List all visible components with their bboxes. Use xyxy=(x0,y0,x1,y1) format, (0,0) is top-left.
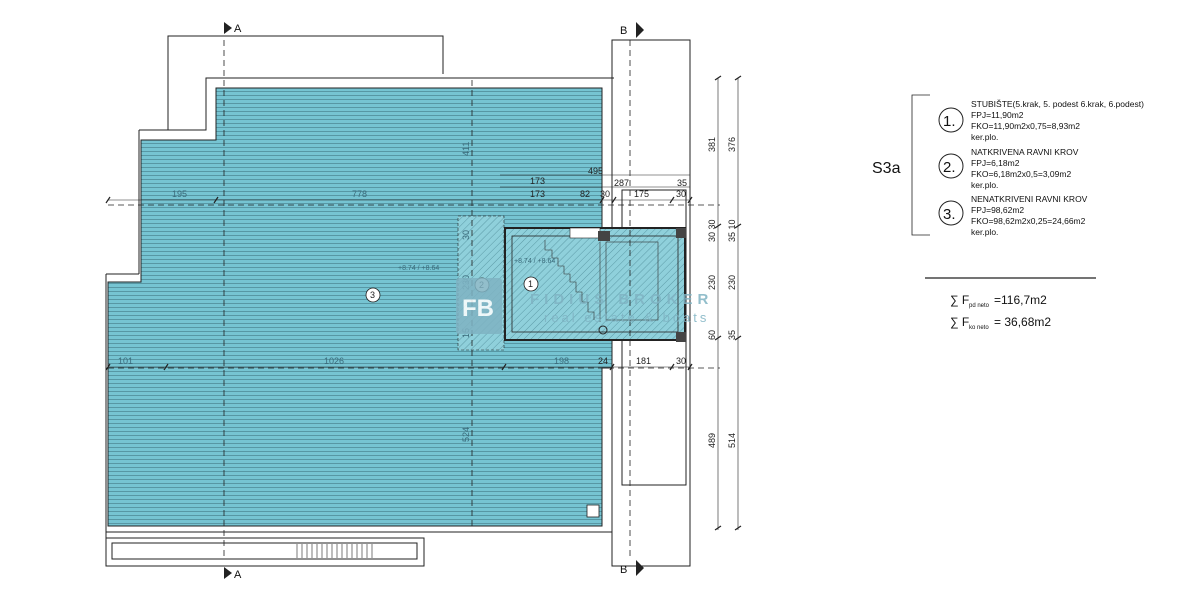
dim-381: 381 xyxy=(707,137,717,152)
legend-title: S3a xyxy=(872,160,901,177)
roof-hatch-symbol xyxy=(586,504,600,518)
svg-text:∑ F: ∑ F xyxy=(950,315,969,329)
watermark: FB FIDIUS BROKER real estate & boats xyxy=(456,278,713,334)
section-markers xyxy=(224,22,644,579)
dim-514: 514 xyxy=(727,433,737,448)
svg-text:NENATKRIVENI RAVNI KROV: NENATKRIVENI RAVNI KROV xyxy=(971,194,1088,204)
watermark-tagline: real estate & boats xyxy=(544,310,709,325)
svg-text:3.: 3. xyxy=(943,206,956,223)
svg-text:FPJ=11,90m2: FPJ=11,90m2 xyxy=(971,110,1024,120)
dim-175: 175 xyxy=(634,189,649,199)
svg-text:STUBIŠTE(5.krak, 5. podest 6.k: STUBIŠTE(5.krak, 5. podest 6.krak, 6.pod… xyxy=(971,99,1144,109)
svg-text:1: 1 xyxy=(528,279,533,289)
dim-489: 489 xyxy=(707,433,717,448)
building-outline xyxy=(105,35,614,567)
zone-marker-3: 3 xyxy=(365,287,381,303)
section-b-bottom-label: B xyxy=(620,564,627,576)
dim-376: 376 xyxy=(727,137,737,152)
dimension-lines xyxy=(108,78,739,530)
svg-text:ko neto: ko neto xyxy=(969,325,989,331)
legend-item-3: 3. NENATKRIVENI RAVNI KROV FPJ=98,62m2 F… xyxy=(938,194,1088,237)
drain-symbol xyxy=(598,325,608,335)
dim-82: 82 xyxy=(580,189,590,199)
svg-text:FB: FB xyxy=(462,295,494,322)
svg-text:= 36,68m2: = 36,68m2 xyxy=(994,315,1051,329)
svg-text:FKO=98,62m2x0,25=24,66m2: FKO=98,62m2x0,25=24,66m2 xyxy=(971,216,1086,226)
dim-35-r: 35 xyxy=(727,330,737,340)
legend-item-1: 1. STUBIŠTE(5.krak, 5. podest 6.krak, 6.… xyxy=(938,99,1144,142)
section-a-bottom-label: A xyxy=(234,569,242,581)
dim-1026: 1026 xyxy=(324,356,344,366)
dim-198: 198 xyxy=(554,356,569,366)
dim-101: 101 xyxy=(118,356,133,366)
railing xyxy=(296,544,373,558)
svg-text:FPJ=98,62m2: FPJ=98,62m2 xyxy=(971,205,1024,215)
watermark-logo xyxy=(456,278,502,334)
svg-text:2.: 2. xyxy=(943,159,956,176)
dim-495: 495 xyxy=(588,166,603,176)
svg-text:ker.plo.: ker.plo. xyxy=(971,180,998,190)
level-marker-roof: +8.74 / +8.64 xyxy=(398,265,439,272)
section-a-top-label: A xyxy=(234,23,242,35)
dim-30-v: 30 xyxy=(461,230,471,240)
total-ko-neto: ∑ F ko neto = 36,68m2 xyxy=(950,315,1051,331)
dim-30b: 30 xyxy=(676,189,686,199)
svg-text:FPJ=6,18m2: FPJ=6,18m2 xyxy=(971,158,1020,168)
dim-35: 35 xyxy=(677,178,687,188)
svg-text:NATKRIVENA RAVNI KROV: NATKRIVENA RAVNI KROV xyxy=(971,147,1079,157)
legend-item-2: 2. NATKRIVENA RAVNI KROV FPJ=6,18m2 FKO=… xyxy=(938,147,1079,190)
stair-steps xyxy=(544,240,659,322)
dim-24: 24 xyxy=(598,356,608,366)
dim-524: 524 xyxy=(461,427,471,442)
dim-30c: 30 xyxy=(676,356,686,366)
legend: S3a 1. STUBIŠTE(5.krak, 5. podest 6.krak… xyxy=(872,94,1144,331)
dim-287: 287 xyxy=(614,178,629,188)
level-marker-stair: +8.74 / +8.64 xyxy=(514,258,555,265)
dim-230a: 230 xyxy=(707,275,717,290)
svg-text:FKO=11,90m2x0,75=8,93m2: FKO=11,90m2x0,75=8,93m2 xyxy=(971,121,1080,131)
dim-411: 411 xyxy=(461,142,471,156)
dim-230b: 230 xyxy=(727,275,737,290)
dim-60: 60 xyxy=(707,330,717,340)
svg-text:3: 3 xyxy=(370,290,375,300)
dimension-ticks xyxy=(105,75,742,531)
dashed-guides xyxy=(108,40,720,560)
section-b-top-label: B xyxy=(620,25,627,37)
dim-3030: 30 30 xyxy=(707,219,717,242)
svg-text:ker.plo.: ker.plo. xyxy=(971,227,998,237)
svg-text:ker.plo.: ker.plo. xyxy=(971,132,998,142)
dim-3510: 35 10 xyxy=(727,219,737,242)
dim-173a: 173 xyxy=(530,176,545,186)
total-pd-neto: ∑ F pd neto =116,7m2 xyxy=(950,293,1047,309)
zone-marker-1: 1 xyxy=(523,276,539,292)
svg-text:1.: 1. xyxy=(943,113,956,130)
svg-text:=116,7m2: =116,7m2 xyxy=(994,293,1047,307)
svg-text:∑ F: ∑ F xyxy=(950,293,969,307)
dim-30a: 30 xyxy=(600,189,610,199)
dim-778: 778 xyxy=(352,189,367,199)
dim-181: 181 xyxy=(636,356,651,366)
watermark-name: FIDIUS BROKER xyxy=(530,291,713,308)
dim-173b: 173 xyxy=(530,189,545,199)
svg-text:FKO=6,18m2x0,5=3,09m2: FKO=6,18m2x0,5=3,09m2 xyxy=(971,169,1071,179)
dim-195: 195 xyxy=(172,189,187,199)
svg-text:pd neto: pd neto xyxy=(969,303,990,309)
